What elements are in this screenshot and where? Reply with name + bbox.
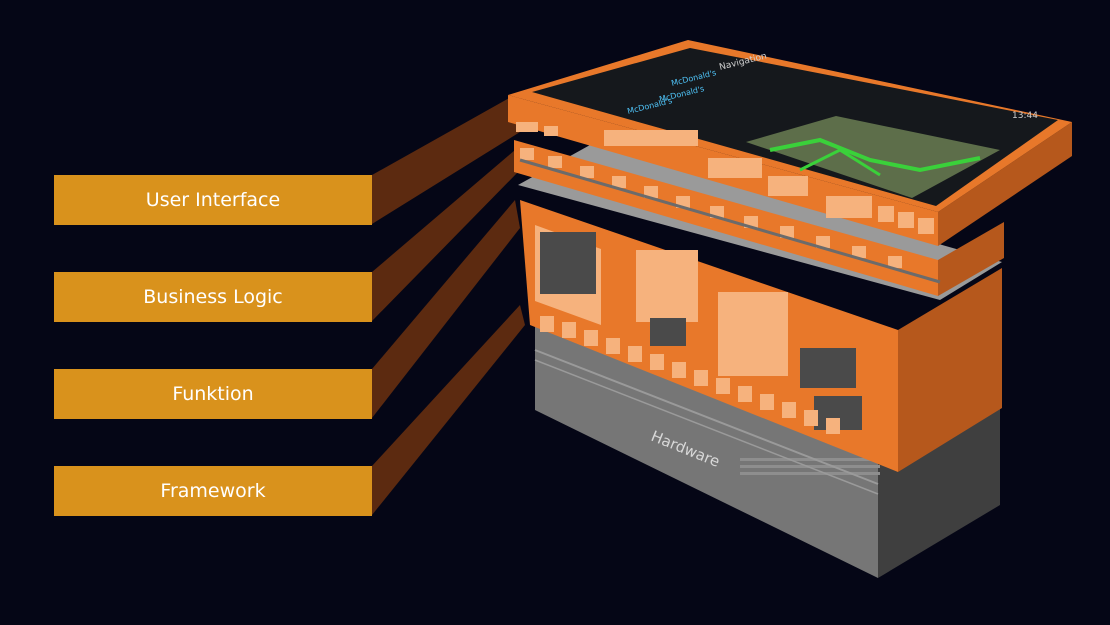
- user-interface-layer: Navigation 13:44 McDonald's McDonald's M…: [508, 40, 1072, 246]
- connector-user-interface: [372, 92, 520, 224]
- hardware-pins: [740, 458, 880, 475]
- label-funktion: Funktion: [54, 369, 372, 419]
- label-funktion-text: Funktion: [172, 383, 254, 405]
- framework-modules: [540, 316, 840, 434]
- ui-widgets: [516, 122, 934, 234]
- business-logic-layer: [514, 140, 1004, 296]
- connector-framework: [372, 305, 525, 515]
- connector-business-logic: [372, 150, 518, 321]
- framework-layer: [520, 200, 1002, 472]
- label-framework-text: Framework: [160, 480, 266, 502]
- label-business-logic-text: Business Logic: [143, 286, 283, 308]
- hardware-layer: Hardware: [534, 325, 1000, 578]
- label-framework: Framework: [54, 466, 372, 516]
- screen-time: 13:44: [1012, 111, 1038, 121]
- label-business-logic: Business Logic: [54, 272, 372, 322]
- map-view: [746, 116, 1000, 198]
- label-user-interface: User Interface: [54, 175, 372, 225]
- connector-funktion: [372, 200, 520, 418]
- label-user-interface-text: User Interface: [145, 189, 281, 211]
